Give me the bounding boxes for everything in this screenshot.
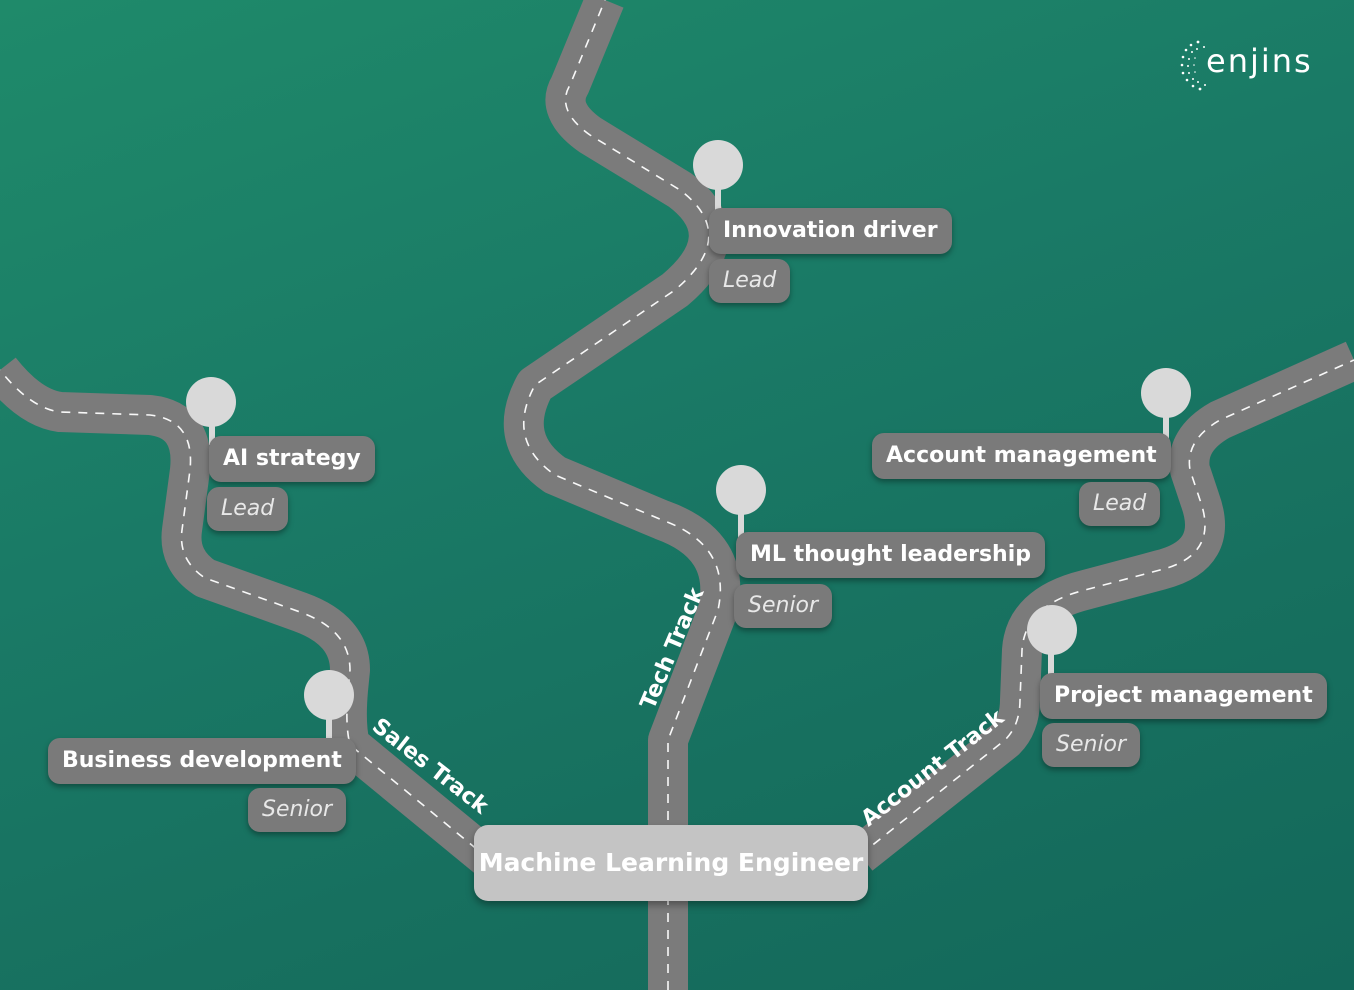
center-role-box[interactable]: Machine Learning Engineer: [474, 825, 868, 901]
tech-road: [503, 0, 741, 990]
map-pin-icon: [716, 465, 766, 515]
milestone-ml-thought-leadership[interactable]: ML thought leadership: [736, 532, 1045, 578]
level-badge-account-management: Lead: [1079, 482, 1161, 526]
logo-text: enjins: [1206, 42, 1313, 80]
level-badge-innovation-driver: Lead: [709, 259, 791, 303]
milestone-ai-strategy[interactable]: AI strategy: [209, 436, 375, 482]
pin-stem: [1163, 405, 1169, 445]
milestone-business-development[interactable]: Business development: [48, 738, 356, 784]
level-badge-project-management: Senior: [1042, 723, 1141, 767]
pin-stem: [209, 415, 215, 445]
enjins-logo: enjins: [1178, 38, 1328, 94]
level-badge-ml-thought-leadership: Senior: [734, 584, 833, 628]
map-pin-icon: [693, 140, 743, 190]
pin-stem: [326, 712, 332, 742]
pin-stem: [715, 180, 721, 215]
level-badge-business-development: Senior: [248, 788, 347, 832]
pin-stem: [1048, 645, 1054, 680]
milestone-account-management[interactable]: Account management: [872, 433, 1171, 479]
pin-stem: [738, 505, 744, 540]
account-road: [847, 341, 1354, 871]
logo-dots-icon: [1180, 40, 1206, 91]
map-pin-icon: [304, 670, 354, 720]
milestone-innovation-driver[interactable]: Innovation driver: [709, 208, 952, 254]
map-pin-icon: [1141, 368, 1191, 418]
milestone-project-management[interactable]: Project management: [1040, 673, 1327, 719]
level-badge-ai-strategy: Lead: [207, 487, 289, 531]
map-pin-icon: [1027, 605, 1077, 655]
map-pin-icon: [186, 377, 236, 427]
